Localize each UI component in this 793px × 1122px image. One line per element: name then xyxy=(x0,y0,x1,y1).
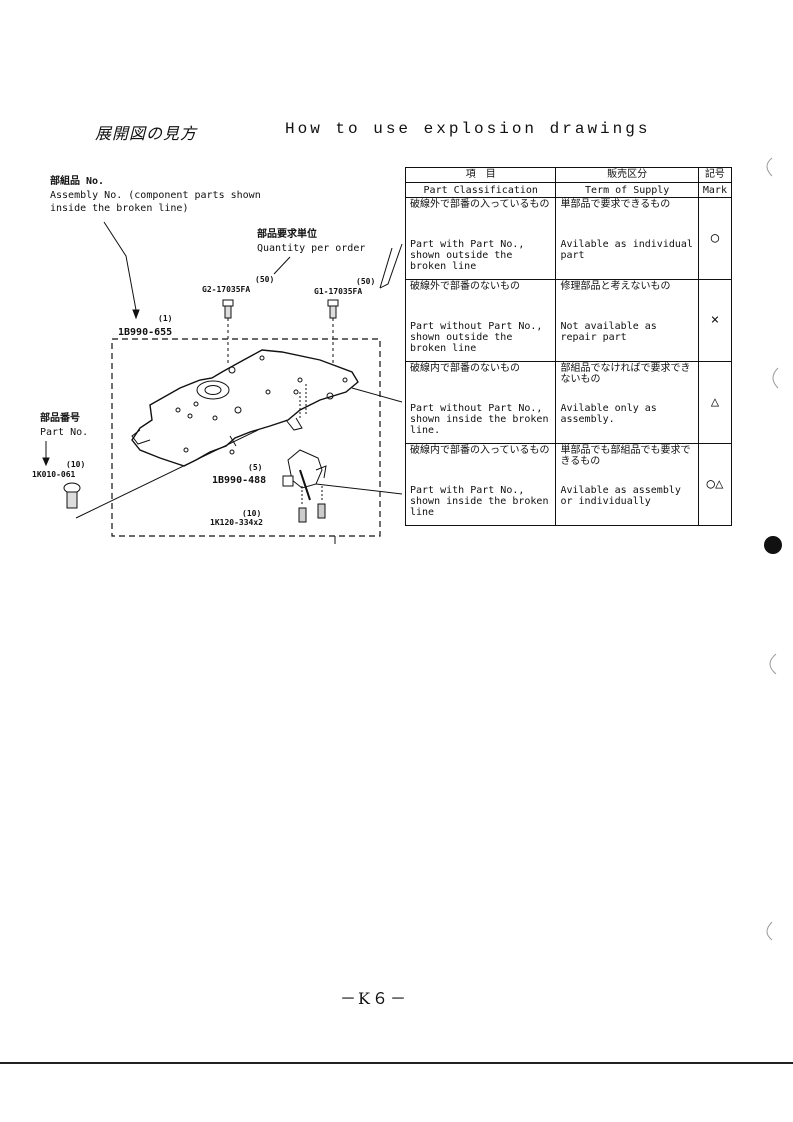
callout-part-g2: G2-17035FA xyxy=(202,285,251,294)
leader-part-no-arrow xyxy=(42,457,50,467)
header-mark-ja: 記号 xyxy=(698,168,731,183)
row-2-term-en: Not available as repair part xyxy=(560,321,657,343)
plate-center-hole xyxy=(204,385,222,395)
header-term: 販売区分 Term of Supply xyxy=(555,167,699,198)
row-4-mark: ○△ xyxy=(697,443,733,526)
row-3-item-ja: 破線内で部番のないもの xyxy=(410,363,520,374)
leader-plate-to-row3 xyxy=(351,387,403,403)
leader-quantity-2 xyxy=(379,243,403,289)
assembly-label-en-2: inside the broken line) xyxy=(50,203,189,214)
row-1-term-en: Avilable as individual part xyxy=(560,239,693,261)
broken-line-boundary xyxy=(111,338,381,537)
row-4-item-ja: 破線内で部番の入っているもの xyxy=(410,445,550,456)
row-4-item: 破線内で部番の入っているもの Part with Part No., shown… xyxy=(404,443,557,526)
page-title-japanese: 展開図の見方 xyxy=(95,124,198,143)
table-row: 破線内で部番の入っているもの Part with Part No., shown… xyxy=(404,443,733,526)
row-1-item-en: Part with Part No., shown outside the br… xyxy=(410,239,525,272)
row-1-item-ja: 破線外で部番の入っているもの xyxy=(410,199,550,210)
row-4-item-en: Part with Part No., shown inside the bro… xyxy=(410,485,549,518)
row-2-item-ja: 破線外で部番のないもの xyxy=(410,281,520,292)
assembly-label-ja: 部組品 No. xyxy=(50,176,105,187)
callout-qty-assembly: (1) xyxy=(158,314,173,323)
bolts-pair xyxy=(298,486,326,523)
table-header-row: 項 目 Part Classification 販売区分 Term of Sup… xyxy=(404,167,733,198)
table-row: 破線外で部番のないもの Part without Part No., shown… xyxy=(404,279,733,362)
screw-g2 xyxy=(222,299,234,366)
header-term-en: Term of Supply xyxy=(585,185,670,196)
part-number-label-en: Part No. xyxy=(40,427,89,438)
callout-qty-screw: (10) xyxy=(66,460,86,469)
callout-qty-bracket: (5) xyxy=(248,463,263,472)
row-3-term-ja: 部組品でなければで要求できないもの xyxy=(560,363,691,385)
header-item: 項 目 Part Classification xyxy=(404,167,557,198)
page-title-english: How to use explosion drawings xyxy=(285,120,651,138)
leader-bracket-to-row4 xyxy=(315,483,403,495)
header-item-en: Part Classification xyxy=(423,185,538,196)
row-3-item: 破線内で部番のないもの Part without Part No., shown… xyxy=(404,361,557,444)
footer-rule xyxy=(0,1062,793,1064)
screw-g1 xyxy=(327,299,339,396)
scan-mark-5 xyxy=(766,921,773,941)
leader-assembly xyxy=(103,221,137,311)
quantity-label-ja: 部品要求単位 xyxy=(257,229,317,240)
leader-assembly-arrow xyxy=(132,309,140,320)
callout-qty-bolts: (10) xyxy=(242,509,262,518)
row-1-item: 破線外で部番の入っているもの Part with Part No., shown… xyxy=(404,197,557,280)
scan-mark-4 xyxy=(769,653,777,675)
binder-hole xyxy=(764,536,782,554)
row-3-term-en: Avilable only as assembly. xyxy=(560,403,657,425)
leader-screw-to-row1 xyxy=(379,247,393,289)
callout-part-screw: 1K010-061 xyxy=(32,470,76,479)
callout-part-g1: G1-17035FA xyxy=(314,287,363,296)
table-row: 破線外で部番の入っているもの Part with Part No., shown… xyxy=(404,197,733,280)
classification-table: 項 目 Part Classification 販売区分 Term of Sup… xyxy=(404,167,733,526)
row-3-item-en: Part without Part No., shown inside the … xyxy=(410,403,549,436)
header-term-ja: 販売区分 xyxy=(556,168,698,183)
row-4-term: 単部品でも部組品でも要求できるもの Avilable as assembly o… xyxy=(555,443,699,526)
callout-part-bolts: 1K120-334x2 xyxy=(210,518,263,527)
row-3-mark: △ xyxy=(697,361,733,444)
callout-part-bracket: 1B990-488 xyxy=(212,475,267,486)
row-2-item-en: Part without Part No., shown outside the… xyxy=(410,321,543,354)
callout-qty-g1: (50) xyxy=(356,277,376,286)
leader-quantity xyxy=(273,256,291,275)
scan-mark-1 xyxy=(766,157,773,177)
callout-part-assembly: 1B990-655 xyxy=(118,327,173,338)
row-3-term: 部組品でなければで要求できないもの Avilable only as assem… xyxy=(555,361,699,444)
page-number: －K６－ xyxy=(340,989,408,1008)
screw-left xyxy=(63,482,81,509)
row-2-term-ja: 修理部品と考えないもの xyxy=(560,281,671,292)
part-number-label-ja: 部品番号 xyxy=(40,413,80,424)
header-mark: 記号 Mark xyxy=(697,167,733,198)
scan-mark-2 xyxy=(772,367,779,389)
callout-qty-g2: (50) xyxy=(255,275,275,284)
plate-center-boss xyxy=(196,380,230,400)
bracket-part xyxy=(282,449,327,501)
row-1-term-ja: 単部品で要求できるもの xyxy=(560,199,671,210)
base-plate xyxy=(131,349,359,467)
header-item-ja: 項 目 xyxy=(406,168,556,183)
header-mark-en: Mark xyxy=(702,185,727,196)
table-row: 破線内で部番のないもの Part without Part No., shown… xyxy=(404,361,733,444)
row-2-term: 修理部品と考えないもの Not available as repair part xyxy=(555,279,699,362)
row-4-term-en: Avilable as assembly or individually xyxy=(560,485,681,507)
row-1-term: 単部品で要求できるもの Avilable as individual part xyxy=(555,197,699,280)
row-1-mark: ○ xyxy=(697,197,733,280)
row-4-term-ja: 単部品でも部組品でも要求できるもの xyxy=(560,445,691,467)
row-2-mark: × xyxy=(697,279,733,362)
leader-assembly-to-row3 xyxy=(75,429,259,519)
assembly-label-en-1: Assembly No. (component parts shown xyxy=(50,190,261,201)
row-2-item: 破線外で部番のないもの Part without Part No., shown… xyxy=(404,279,557,362)
quantity-label-en: Quantity per order xyxy=(257,243,366,254)
